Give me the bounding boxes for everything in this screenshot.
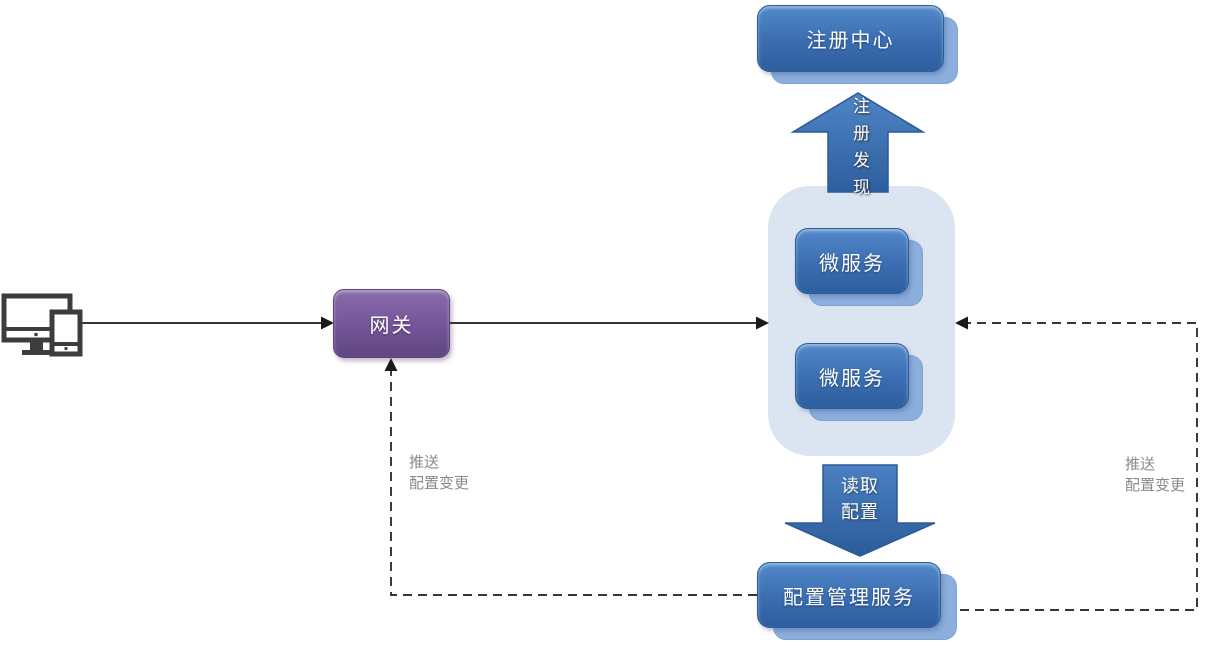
register-discovery-arrow <box>790 92 926 193</box>
connector-config-to-gateway-dashed <box>384 358 757 596</box>
config-service-label: 配置管理服务 <box>783 584 915 609</box>
connector-config-to-microservices-dashed <box>955 316 1198 611</box>
connector-gateway-to-microservices <box>450 316 769 330</box>
read-config-arrow <box>784 464 936 557</box>
registry-box: 注册中心 <box>757 5 944 72</box>
gateway-box: 网关 <box>333 289 450 358</box>
push-config-note-left: 推送 配置变更 <box>409 453 470 492</box>
read-config-label: 读取 配置 <box>841 476 879 523</box>
devices-icon <box>1 293 83 357</box>
register-discovery-label: 注册发现 <box>849 97 869 205</box>
registry-label: 注册中心 <box>806 28 895 52</box>
microservice2-label: 微服务 <box>819 365 885 390</box>
connector-devices-to-gateway <box>80 316 334 330</box>
push-config-note-right: 推送 配置变更 <box>1125 455 1186 494</box>
microservice1-label: 微服务 <box>819 250 885 275</box>
gateway-label: 网关 <box>369 313 414 337</box>
microservice1-box: 微服务 <box>795 228 909 294</box>
config-service-box: 配置管理服务 <box>757 562 941 628</box>
microservice2-box: 微服务 <box>795 343 909 409</box>
